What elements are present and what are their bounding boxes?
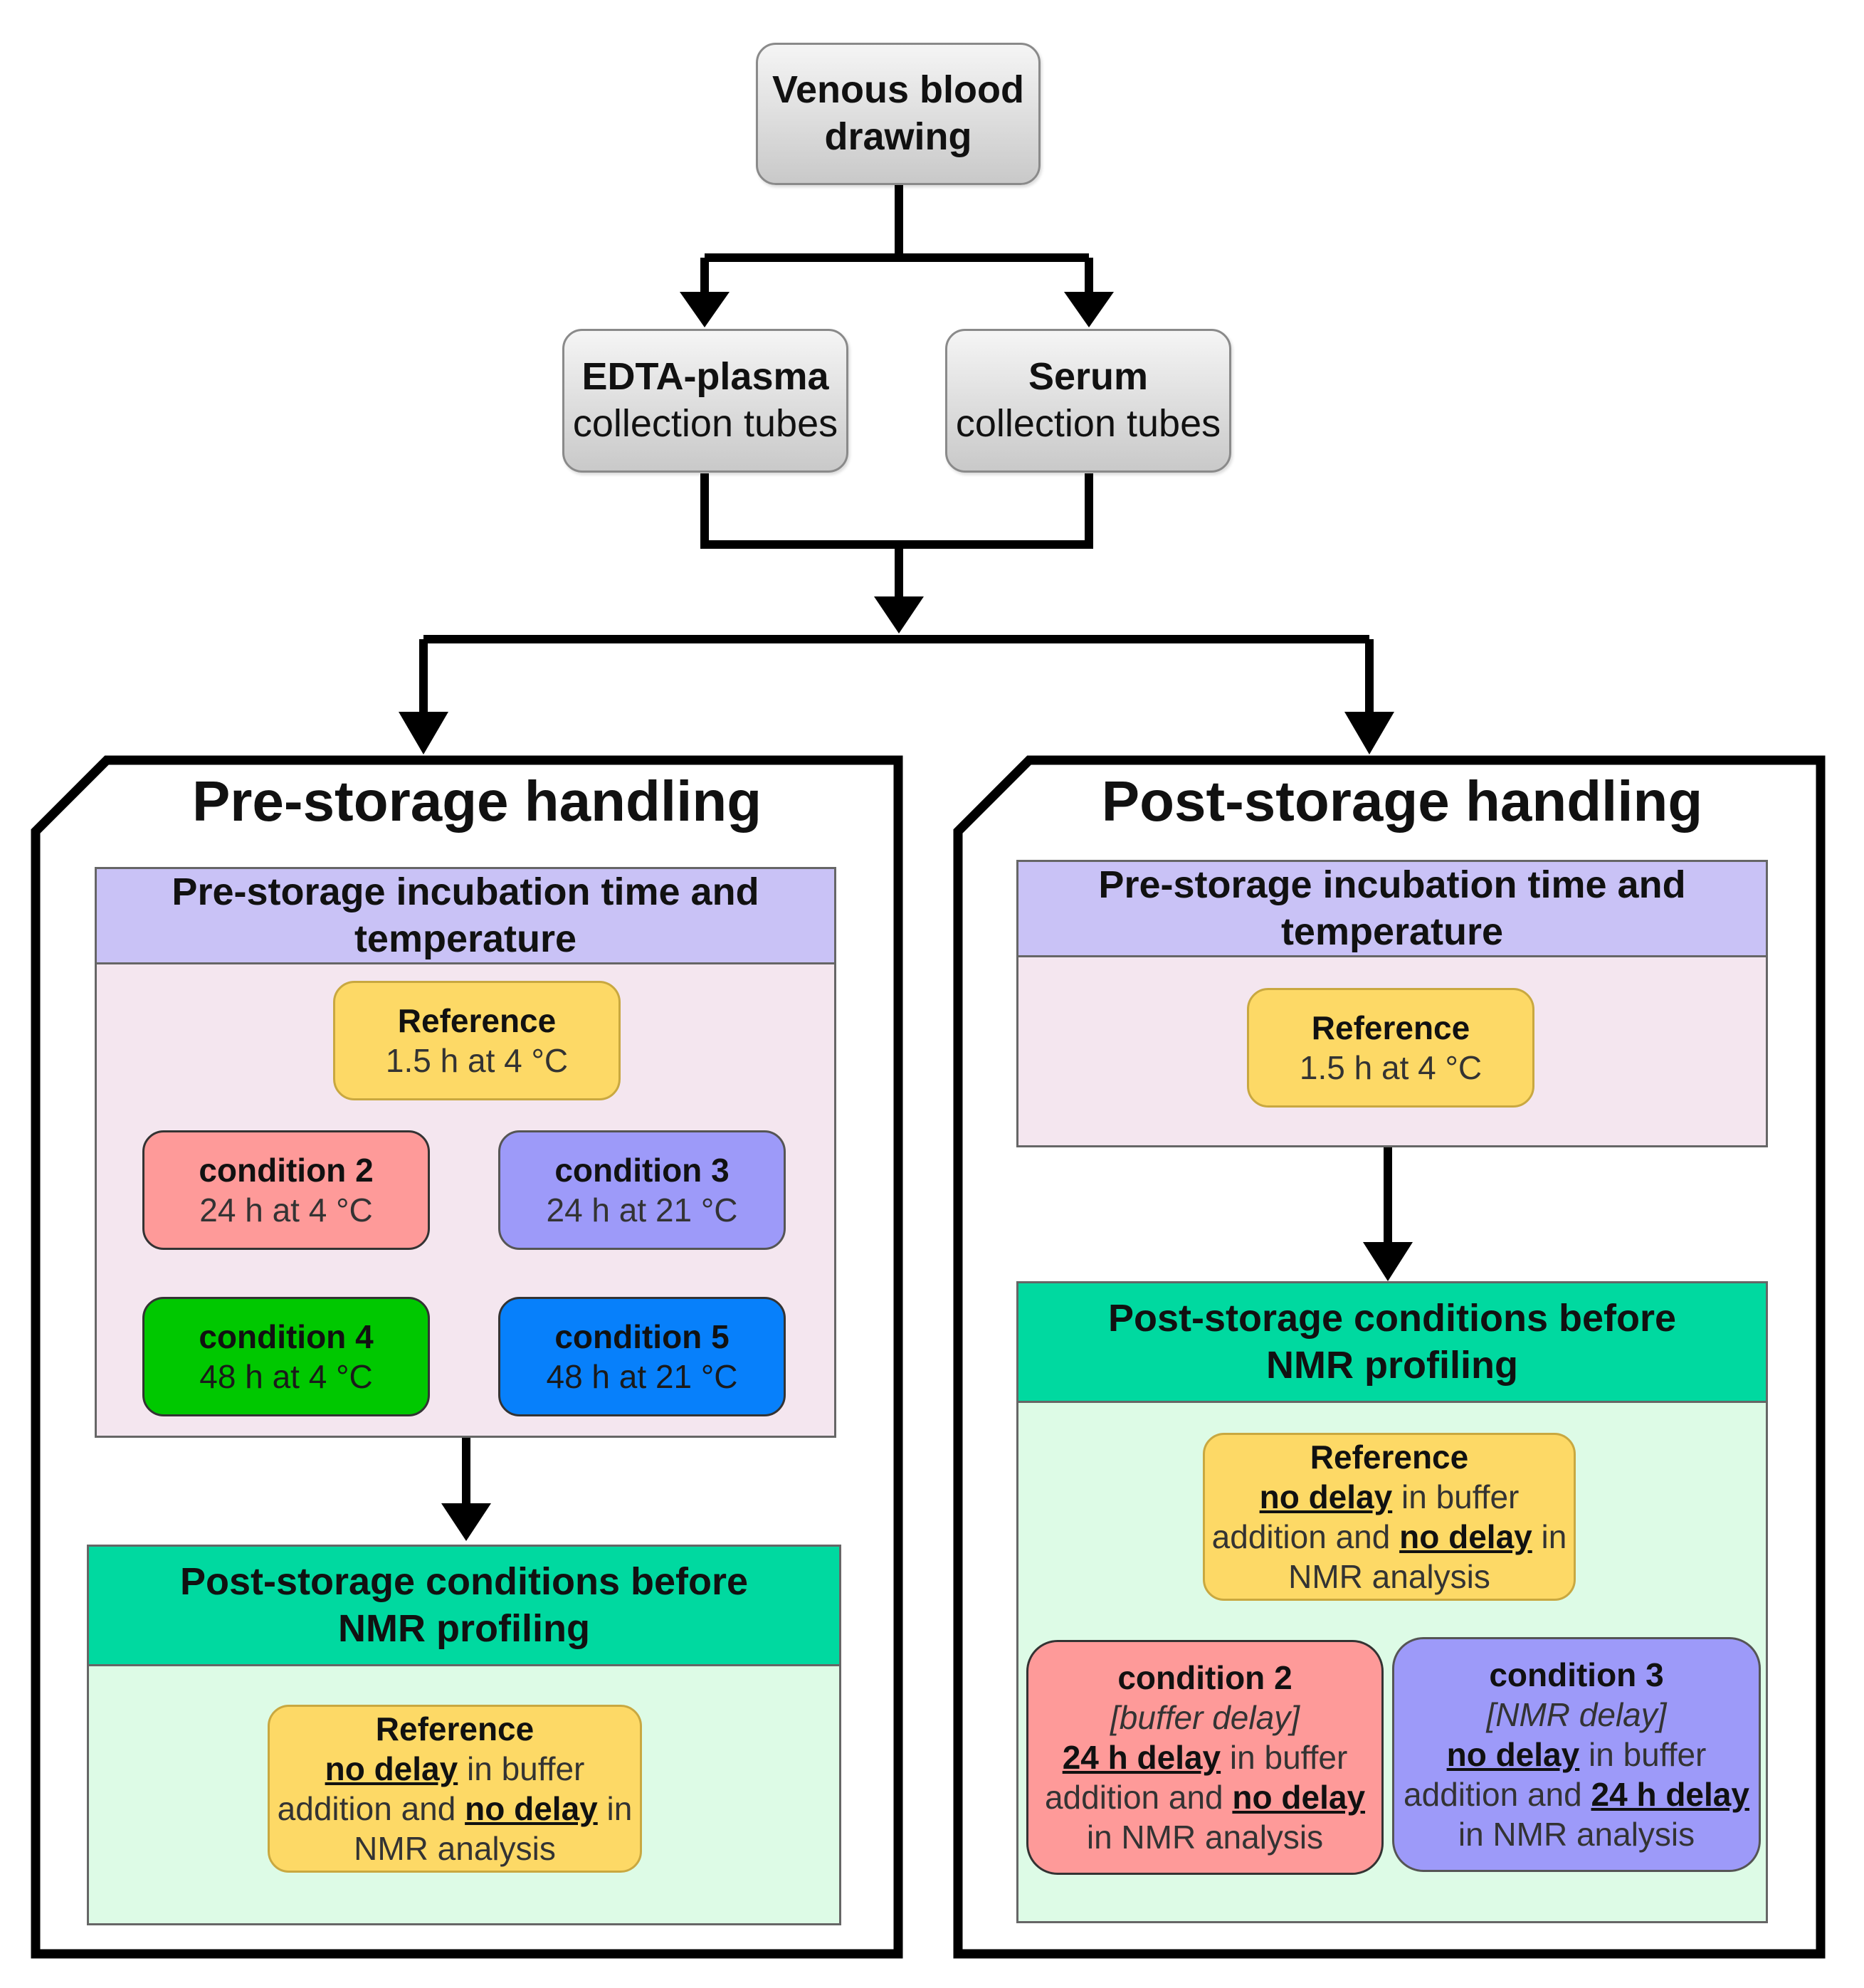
post-post-ref-delay1: no delay — [1259, 1478, 1393, 1515]
post-cond2-delay1: 24 h delay — [1062, 1738, 1221, 1776]
post-condition-3-title: condition 3 — [1489, 1656, 1664, 1693]
edta-plasma-box: EDTA-plasma collection tubes — [562, 329, 848, 473]
post-cond2-text1: in buffer — [1221, 1738, 1348, 1776]
pre-condition-2-sub: 24 h at 4 °C — [199, 1192, 373, 1229]
post-reference-title: Reference — [1311, 1009, 1470, 1046]
post-condition-3-tag: [NMR delay] — [1486, 1695, 1667, 1733]
pre-incubation-header: Pre-storage incubation time and temperat… — [97, 869, 834, 964]
serum-box: Serum collection tubes — [945, 329, 1231, 473]
edta-plasma-subtitle: collection tubes — [572, 402, 838, 445]
pre-condition-3-sub: 24 h at 21 °C — [546, 1192, 738, 1229]
pre-condition-2-box: condition 2 24 h at 4 °C — [142, 1130, 430, 1250]
post-post-ref-text3: in — [1532, 1518, 1567, 1555]
arrowhead-serum — [1064, 292, 1114, 327]
post-cond3-delay2: 24 h delay — [1591, 1776, 1749, 1814]
post-cond2-delay2: no delay — [1232, 1779, 1366, 1816]
pre-post-storage-header: Post-storage conditions before NMR profi… — [89, 1547, 839, 1666]
post-post-ref-text2: addition and — [1211, 1518, 1400, 1555]
post-post-ref-text4: NMR analysis — [1288, 1558, 1490, 1596]
pre-reference-box: Reference 1.5 h at 4 °C — [333, 981, 621, 1100]
post-post-ref-text1: in buffer — [1392, 1478, 1520, 1515]
arrowhead-right-inner — [1363, 1242, 1413, 1281]
pre-post-reference-title: Reference — [375, 1710, 535, 1747]
pre-post-ref-delay2: no delay — [465, 1790, 598, 1827]
pre-post-ref-text1: in buffer — [458, 1750, 585, 1787]
pre-post-storage-section: Post-storage conditions before NMR profi… — [87, 1545, 841, 1925]
venous-blood-drawing-label: Venous blood drawing — [772, 68, 1024, 158]
pre-storage-title: Pre-storage handling — [191, 769, 762, 833]
pre-post-ref-text2: addition and — [277, 1790, 465, 1827]
pre-condition-4-sub: 48 h at 4 °C — [199, 1358, 373, 1395]
arrowhead-pre-storage — [399, 712, 448, 754]
post-post-storage-header: Post-storage conditions before NMR profi… — [1018, 1283, 1766, 1403]
venous-blood-drawing-box: Venous blood drawing — [756, 43, 1041, 185]
arrowhead-post-storage — [1344, 712, 1394, 754]
pre-condition-3-title: condition 3 — [554, 1151, 730, 1189]
post-cond3-text2: addition and — [1404, 1776, 1591, 1814]
pre-post-ref-text3: in — [597, 1790, 633, 1827]
post-cond3-text3: in NMR analysis — [1458, 1816, 1695, 1853]
post-condition-3-box: condition 3 [NMR delay] no delay in buff… — [1392, 1637, 1761, 1872]
pre-condition-5-title: condition 5 — [554, 1318, 730, 1355]
edta-plasma-title: EDTA-plasma — [581, 355, 829, 399]
post-storage-title: Post-storage handling — [1101, 769, 1703, 833]
pre-reference-title: Reference — [397, 1001, 557, 1039]
pre-post-reference-box: Reference no delay in buffer addition an… — [268, 1705, 642, 1873]
pre-condition-4-title: condition 4 — [199, 1318, 374, 1355]
arrowhead-merge — [874, 596, 924, 633]
post-incubation-header: Pre-storage incubation time and temperat… — [1018, 862, 1766, 957]
pre-post-ref-delay1: no delay — [325, 1750, 458, 1787]
post-condition-2-title: condition 2 — [1117, 1658, 1292, 1696]
post-post-reference-box: Reference no delay in buffer addition an… — [1203, 1433, 1576, 1601]
pre-condition-4-box: condition 4 48 h at 4 °C — [142, 1297, 430, 1416]
post-cond3-delay1: no delay — [1446, 1735, 1580, 1773]
pre-condition-2-title: condition 2 — [199, 1151, 374, 1189]
serum-title: Serum — [1028, 355, 1149, 399]
post-condition-2-box: condition 2 [buffer delay] 24 h delay in… — [1026, 1640, 1384, 1875]
post-post-reference-title: Reference — [1310, 1438, 1469, 1476]
pre-condition-5-sub: 48 h at 21 °C — [546, 1358, 738, 1395]
pre-reference-sub: 1.5 h at 4 °C — [385, 1042, 569, 1079]
pre-condition-5-box: condition 5 48 h at 21 °C — [498, 1297, 786, 1416]
post-post-ref-delay2: no delay — [1399, 1518, 1532, 1555]
post-cond3-text1: in buffer — [1579, 1735, 1707, 1773]
arrowhead-left-inner — [441, 1503, 491, 1541]
post-cond2-text2: addition and — [1044, 1779, 1233, 1816]
post-reference-box: Reference 1.5 h at 4 °C — [1247, 988, 1534, 1108]
post-cond2-text3: in NMR analysis — [1086, 1819, 1324, 1856]
post-condition-2-tag: [buffer delay] — [1110, 1698, 1300, 1736]
post-reference-sub: 1.5 h at 4 °C — [1299, 1049, 1483, 1086]
pre-condition-3-box: condition 3 24 h at 21 °C — [498, 1130, 786, 1250]
serum-subtitle: collection tubes — [955, 402, 1221, 445]
arrowhead-edta — [680, 292, 730, 327]
pre-post-ref-text4: NMR analysis — [354, 1830, 556, 1868]
